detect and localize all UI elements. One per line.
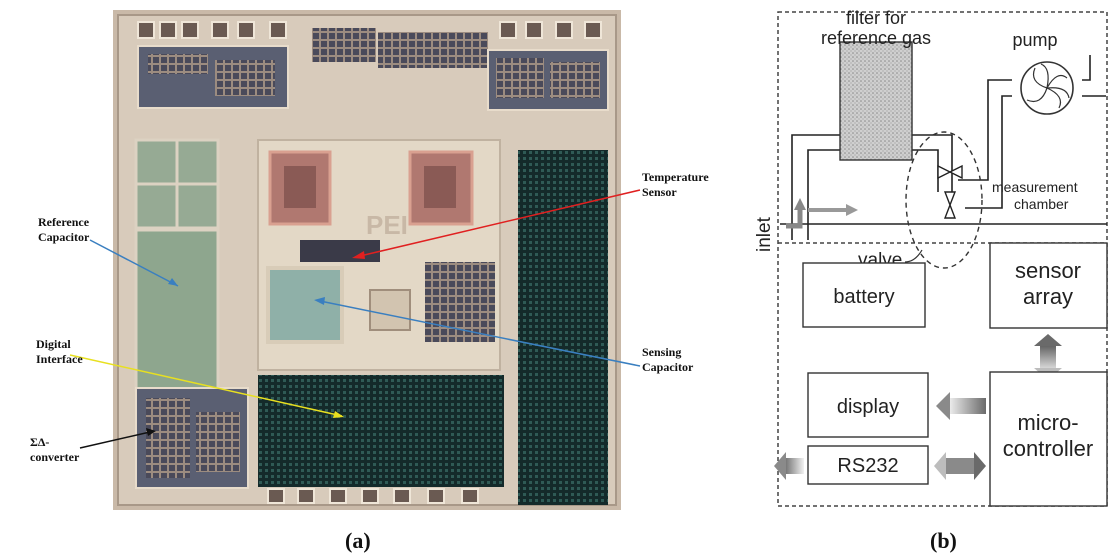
sensor-array-label-1: sensor	[1015, 258, 1081, 283]
digital-interface-label-1: Digital	[36, 337, 71, 351]
sensor-array-label-2: array	[1023, 284, 1073, 309]
microcontroller-box	[989, 371, 1108, 507]
rs232-box	[807, 445, 929, 485]
top-memory-block	[378, 32, 488, 68]
reference-gas-filter	[839, 41, 913, 161]
micro-label-1: micro-	[1017, 410, 1078, 435]
filter-label-1: filter for	[846, 8, 906, 28]
micro-display-link	[948, 398, 986, 414]
sd-converter-arrowhead	[146, 428, 156, 436]
temperature-sensor-block	[300, 240, 380, 262]
battery-box	[802, 262, 926, 328]
temperature-sensor-arrowhead	[352, 251, 365, 259]
digital-interface-arrowhead	[333, 411, 344, 418]
filter-label-2: reference gas	[821, 28, 931, 48]
caption-a: (a)	[345, 528, 371, 553]
sensing-capacitor-label-2: Capacitor	[642, 360, 694, 374]
digital-interface-array	[258, 375, 504, 487]
right-logic-block	[425, 262, 495, 342]
temperature-sensor-arrow	[359, 189, 641, 257]
right-sensor-pad	[408, 150, 474, 226]
sensing-capacitor-arrowhead	[314, 297, 325, 305]
valve-icon-bottom	[943, 191, 957, 219]
sensing-capacitor-arrow	[319, 300, 641, 367]
reference-capacitor-label-2: Capacitor	[38, 230, 90, 244]
sensor-micro-link	[1040, 344, 1056, 370]
sensor-array-box	[989, 242, 1108, 329]
measurement-chamber-label-2: chamber	[1014, 196, 1069, 212]
display-label: display	[837, 396, 899, 418]
top-bond-pads	[137, 21, 602, 39]
chip-micrograph: PEI	[113, 10, 621, 510]
caption-b: (b)	[930, 528, 957, 553]
rs232-output-link	[784, 458, 804, 474]
bottom-bond-pads	[267, 488, 479, 504]
reference-capacitor-arrowhead	[168, 278, 178, 286]
temperature-sensor-label-2: Sensor	[642, 185, 677, 199]
block-diagram: filter for reference gas pump valve inle…	[754, 8, 1108, 507]
micro-rs232-link	[946, 458, 974, 474]
battery-label: battery	[833, 286, 894, 308]
panel-a-arrows	[69, 189, 641, 449]
reference-capacitor-label-1: Reference	[38, 215, 90, 229]
digital-interface-label-2: Interface	[36, 352, 83, 366]
sensing-capacitor-label-1: Sensing	[642, 345, 681, 359]
digital-interface-arrow	[69, 354, 343, 417]
pump-label: pump	[1012, 30, 1057, 50]
inlet-flow-arrow	[786, 208, 803, 229]
die-mark: PEI	[366, 210, 408, 240]
sensing-capacitor-block	[266, 266, 344, 344]
top-logic-block	[312, 28, 376, 62]
sd-converter-label-1: ΣΔ-	[30, 435, 49, 449]
temperature-sensor-label-1: Temperature	[642, 170, 709, 184]
sd-converter-arrow	[79, 431, 151, 449]
reference-capacitor-arrow	[89, 239, 179, 287]
valve-group-outline	[905, 131, 983, 269]
inlet-label: inlet	[754, 216, 775, 252]
rs232-label: RS232	[837, 455, 898, 477]
measurement-chamber-label-1: measurement	[992, 179, 1078, 195]
right-memory-array	[518, 150, 608, 505]
micro-label-2: controller	[1003, 436, 1093, 461]
sd-converter-label-2: converter	[30, 450, 80, 464]
display-box	[807, 372, 929, 438]
valve-icon-top	[937, 164, 963, 180]
